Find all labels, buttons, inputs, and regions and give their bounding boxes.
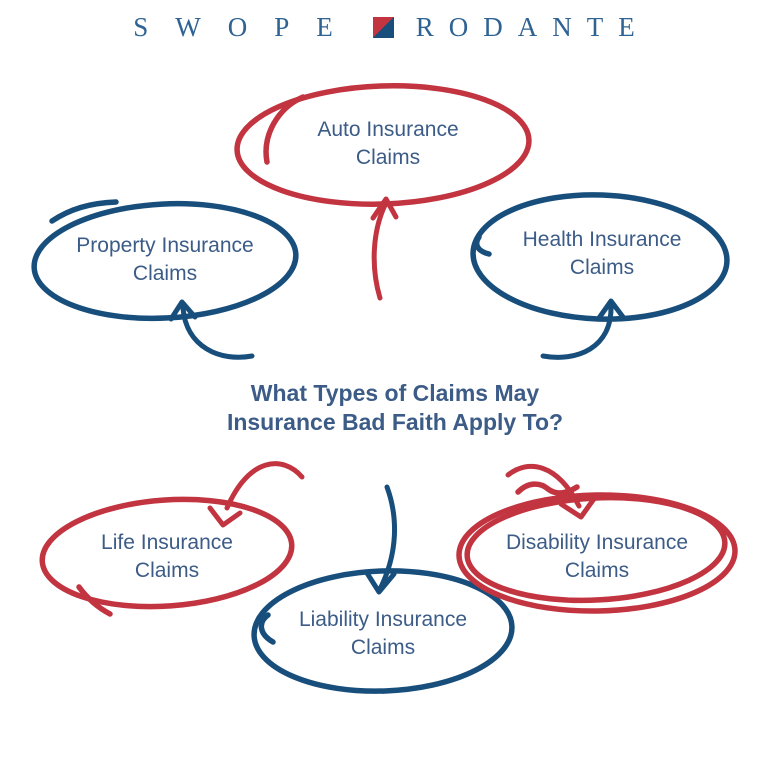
disability-node-label-line2: Claims xyxy=(564,559,630,582)
auto-node-label-line1: Auto Insurance xyxy=(317,118,459,141)
arrow-to-life xyxy=(207,461,305,528)
auto-node-label: Auto Insurance Claims xyxy=(317,116,458,172)
arrow-to-life-shaft xyxy=(224,461,305,511)
arrow-to-health-head xyxy=(596,298,626,321)
life-ellipse xyxy=(39,496,295,617)
arrow-to-property xyxy=(168,299,255,360)
disability-node-label: Disability Insurance Claims xyxy=(506,529,688,585)
property-node-label-line2: Claims xyxy=(132,262,198,285)
liability-ellipse-stroke xyxy=(251,568,515,694)
property-node-label-line1: Property Insurance xyxy=(76,234,254,257)
auto-node-label-line2: Claims xyxy=(355,146,421,169)
health-node-label: Health Insurance Claims xyxy=(523,226,682,282)
arrow-to-health-shaft xyxy=(540,303,614,360)
health-ellipse-flourish xyxy=(474,234,492,257)
life-node-label: Life Insurance Claims xyxy=(101,529,233,585)
logo-mark-icon xyxy=(372,16,394,38)
logo: SWOPE RODANTE xyxy=(0,10,768,44)
liability-node-label-line1: Liability Insurance xyxy=(298,608,468,631)
logo-word-rodante: RODANTE xyxy=(415,11,650,42)
arrow-to-property-head xyxy=(168,299,198,322)
property-ellipse-stroke xyxy=(31,200,299,322)
page-title-line1: What Types of Claims May xyxy=(250,380,540,406)
page-title-line2: Insurance Bad Faith Apply To? xyxy=(226,409,564,435)
arrow-to-disability xyxy=(505,463,599,520)
arrow-to-liability xyxy=(364,484,398,595)
liability-ellipse-flourish xyxy=(258,612,276,645)
arrow-to-liability-head xyxy=(364,570,397,595)
liability-node-label: Liability Insurance Claims xyxy=(299,606,467,662)
arrow-to-auto-shaft xyxy=(371,200,389,301)
liability-ellipse xyxy=(251,568,515,694)
arrow-to-disability-shaft xyxy=(505,463,582,509)
arrow-to-liability-shaft xyxy=(377,484,398,592)
life-node-label-line1: Life Insurance xyxy=(101,531,233,554)
arrow-to-auto xyxy=(370,196,399,301)
life-node-label-line2: Claims xyxy=(134,559,200,582)
disability-node-label-line1: Disability Insurance xyxy=(505,531,689,554)
arrow-to-property-shaft xyxy=(180,305,255,360)
life-ellipse-stroke xyxy=(39,496,295,610)
arrow-to-disability-head xyxy=(558,493,599,520)
property-ellipse xyxy=(31,199,299,322)
health-node-label-line2: Claims xyxy=(569,256,635,279)
arrow-to-health xyxy=(540,298,626,360)
liability-node-label-line2: Claims xyxy=(350,636,416,659)
page-title: What Types of Claims May Insurance Bad F… xyxy=(227,379,563,437)
property-ellipse-flourish xyxy=(49,199,119,224)
property-node-label: Property Insurance Claims xyxy=(76,232,253,288)
health-node-label-line1: Health Insurance xyxy=(522,228,682,251)
life-ellipse-underline-dash xyxy=(76,584,113,617)
logo-word-swope: SWOPE xyxy=(133,11,360,42)
arrow-to-life-head xyxy=(207,505,243,528)
arrow-to-auto-head xyxy=(370,196,399,221)
auto-ellipse-flourish xyxy=(263,94,306,165)
